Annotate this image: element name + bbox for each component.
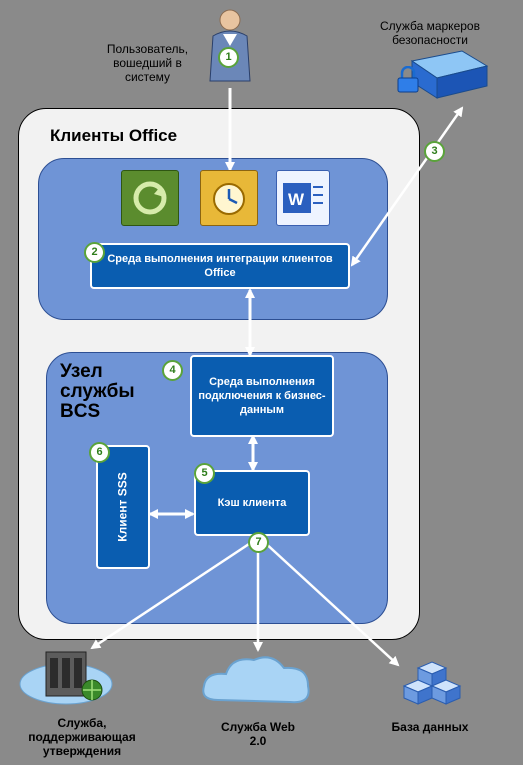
- step-badge-5: 5: [194, 463, 215, 484]
- step-badge-1: 1: [218, 47, 239, 68]
- svg-text:W: W: [288, 190, 305, 209]
- globe-icon: [81, 679, 103, 701]
- step-badge-6: 6: [89, 442, 110, 463]
- sts-label: Служба маркеров безопасности: [380, 19, 480, 47]
- bdc-runtime-box: Среда выполнения подключения к бизнес-да…: [190, 355, 334, 437]
- word-icon: W: [276, 170, 330, 226]
- arrow-runtime-sts: [350, 106, 464, 267]
- sharepoint-workspace-icon: [121, 170, 179, 226]
- step-badge-7: 7: [248, 532, 269, 553]
- database-cubes-icon: [402, 661, 462, 705]
- arrow-cache-approval: [90, 538, 256, 650]
- outlook-icon: [200, 170, 258, 226]
- bcs-node-title: Узел службы BCS: [60, 361, 135, 422]
- database-label: База данных: [391, 720, 469, 734]
- office-clients-title: Клиенты Office: [50, 126, 178, 145]
- user-icon: [209, 9, 251, 82]
- user-label: Пользователь, вошедший в систему: [106, 42, 189, 84]
- cloud-icon: [202, 656, 310, 704]
- web20-service-label: Служба Web 2.0: [221, 720, 295, 748]
- arrow-cache-database: [261, 539, 400, 667]
- lock-icon: [397, 66, 419, 93]
- step-badge-3: 3: [424, 141, 445, 162]
- client-cache-box: Кэш клиента: [194, 470, 310, 536]
- sss-client-box: Клиент SSS: [96, 445, 150, 569]
- server-cube-icon: [410, 50, 489, 99]
- office-integration-runtime-box: Среда выполнения интеграции клиентов Off…: [90, 243, 350, 289]
- step-badge-4: 4: [162, 360, 183, 381]
- step-badge-2: 2: [84, 242, 105, 263]
- approval-service-label: Служба, поддерживающая утверждения: [28, 716, 136, 758]
- sss-client-label: Клиент SSS: [116, 472, 130, 542]
